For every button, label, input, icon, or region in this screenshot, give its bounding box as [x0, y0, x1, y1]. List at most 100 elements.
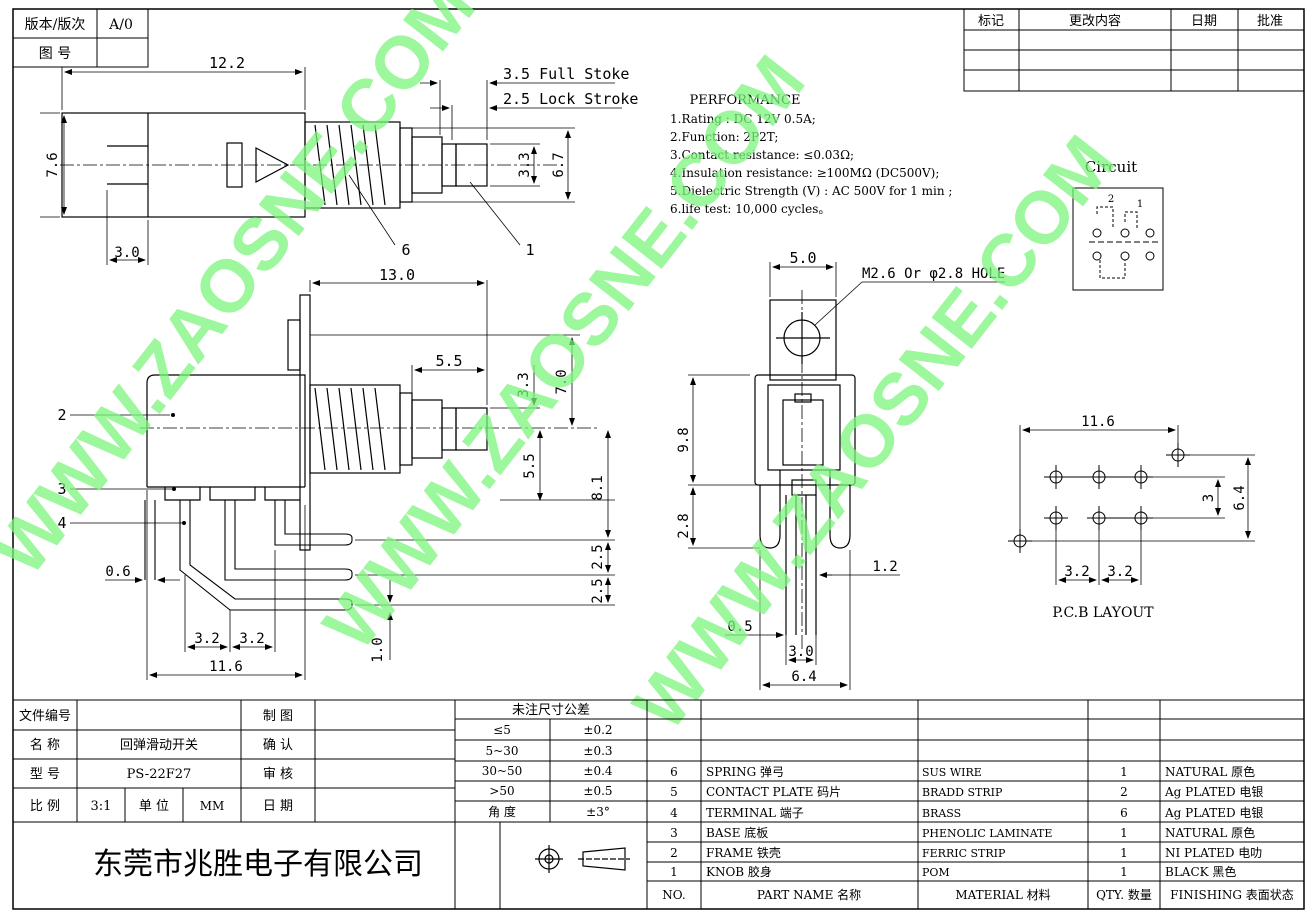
revision-table — [963, 8, 1305, 92]
part-material: FERRIC STRIP — [922, 847, 1006, 860]
part-no: 4 — [670, 806, 678, 820]
circuit-title: Circuit — [1085, 158, 1137, 176]
dim-front-height: 9.8 — [676, 427, 692, 452]
drawn-label: 制 图 — [263, 709, 293, 724]
parts-header-no: NO. — [662, 888, 685, 902]
dim-front-overall: 6.4 — [791, 669, 816, 685]
rev-header-date: 日期 — [1191, 14, 1217, 29]
unit-label: 单 位 — [139, 799, 169, 814]
dim-pcb-height: 6.4 — [1232, 485, 1248, 510]
performance-line: 1.Rating : DC 12V 0.5A; — [670, 112, 816, 126]
performance-line: 4.Insulation resistance: ≥100MΩ (DC500V)… — [670, 166, 939, 180]
side-view-spring — [314, 387, 386, 471]
drawing-no-label: 图 号 — [39, 46, 71, 62]
rev-header-approve: 批准 — [1257, 14, 1283, 29]
dim-full-stroke: 3.5 Full Stoke — [503, 65, 629, 83]
part-finish: Ag PLATED 电银 — [1164, 806, 1263, 820]
callout-dot-base — [172, 487, 176, 491]
part-finish: BLACK 黑色 — [1165, 865, 1236, 879]
parts-header-material: MATERIAL 材料 — [955, 888, 1050, 902]
callout-frame: 2 — [57, 406, 66, 424]
dim-length: 12.2 — [209, 54, 245, 72]
dim-pin-offset: 3.0 — [114, 245, 139, 261]
part-qty: 1 — [1120, 865, 1128, 879]
version-value: A/0 — [108, 17, 133, 33]
tolerance-range: 5~30 — [486, 744, 519, 758]
side-view-terminals — [144, 500, 353, 611]
confirm-label: 确 认 — [263, 738, 293, 753]
callout-base: 3 — [57, 480, 66, 498]
callout-terminal: 4 — [57, 514, 66, 532]
dim-spacing-2: 3.2 — [239, 631, 264, 647]
dim-front-gap: 0.5 — [727, 619, 752, 635]
date-label: 日 期 — [263, 799, 293, 814]
projection-symbol — [535, 845, 630, 873]
dim-lower-h: 5.5 — [522, 453, 538, 478]
dim-pitch-b: 2.5 — [590, 578, 606, 603]
performance-line: 5.Dielectric Strength (V) : AC 500V for … — [670, 184, 952, 198]
part-finish: NI PLATED 电叻 — [1165, 846, 1262, 860]
dim-pitch-a: 2.5 — [590, 544, 606, 569]
rev-header-mark: 标记 — [978, 14, 1004, 29]
name-label: 名 称 — [30, 737, 60, 753]
hole-note: M2.6 Or φ2.8 HOLE — [862, 266, 1005, 282]
part-finish: NATURAL 原色 — [1165, 826, 1255, 840]
part-qty: 6 — [1120, 806, 1128, 820]
front-view-dimlines — [688, 262, 1005, 690]
side-view-dimlines — [70, 280, 615, 680]
version-label: 版本/版次 — [25, 17, 86, 33]
tolerance-range: 30~50 — [482, 764, 523, 778]
circuit-diagram — [1072, 187, 1164, 291]
name-value: 回弹滑动开关 — [120, 738, 198, 753]
company-name: 东莞市兆胜电子有限公司 — [93, 847, 423, 882]
dim-pin-len: 1.0 — [370, 637, 386, 662]
dim-height: 7.6 — [45, 152, 61, 177]
performance-line: 2.Function: 2P2T; — [670, 130, 778, 144]
dim-width: 11.6 — [209, 659, 243, 675]
dim-front-pin-len: 2.8 — [676, 513, 692, 538]
part-name: CONTACT PLATE 码片 — [706, 785, 841, 799]
scale-label: 比 例 — [30, 799, 60, 814]
dim-front-width: 5.0 — [789, 249, 816, 267]
unit-value: MM — [200, 799, 225, 813]
part-name: KNOB 胶身 — [706, 864, 772, 879]
callout-plate: 1 — [525, 241, 534, 259]
part-material: SUS WIRE — [922, 766, 982, 779]
dim-overall: 13.0 — [379, 266, 415, 284]
part-material: PHENOLIC LAMINATE — [922, 827, 1052, 840]
dim-pcb-row: 3 — [1201, 494, 1217, 502]
part-no: 6 — [670, 765, 678, 779]
part-name: SPRING 弹弓 — [706, 765, 784, 779]
drawing-border — [12, 8, 1305, 910]
part-qty: 1 — [1120, 765, 1128, 779]
part-no: 3 — [670, 826, 678, 840]
tolerance-value: ±3° — [586, 805, 610, 819]
part-material: POM — [922, 866, 950, 879]
tolerance-value: ±0.2 — [583, 723, 612, 737]
part-material: BRADD STRIP — [922, 786, 1003, 799]
circuit-label-a: 2 — [1108, 194, 1114, 205]
part-no: 5 — [670, 785, 678, 799]
tolerance-range: 角 度 — [488, 804, 516, 819]
parts-list-grid — [646, 699, 1305, 910]
performance-list: 1.Rating : DC 12V 0.5A; 2.Function: 2P2T… — [670, 112, 952, 216]
part-name: FRAME 铁壳 — [706, 846, 781, 860]
tolerance-range: >50 — [489, 784, 514, 798]
file-no-label: 文件编号 — [19, 709, 71, 724]
dim-front-pitch: 3.0 — [788, 644, 813, 660]
pcb-dimlines — [1019, 425, 1255, 585]
tolerance-value: ±0.4 — [583, 764, 613, 778]
dim-upper-h: 7.0 — [554, 369, 570, 394]
circuit-label-b: 1 — [1137, 199, 1143, 210]
tolerance-table: ≤5 ±0.2 5~30 ±0.3 30~50 ±0.4 >50 ±0.5 角 … — [482, 723, 613, 819]
part-qty: 1 — [1120, 826, 1128, 840]
performance-line: 3.Contact resistance: ≤0.03Ω; — [670, 148, 854, 162]
version-block — [12, 8, 149, 68]
rev-header-content: 更改内容 — [1069, 13, 1121, 29]
parts-header-finish: FINISHING 表面状态 — [1170, 888, 1294, 902]
dim-pcb-pitch-2: 3.2 — [1107, 564, 1132, 580]
callout-spring: 6 — [401, 241, 410, 259]
parts-header-qty: QTY. 数量 — [1096, 887, 1152, 902]
part-finish: Ag PLATED 电银 — [1164, 785, 1263, 799]
